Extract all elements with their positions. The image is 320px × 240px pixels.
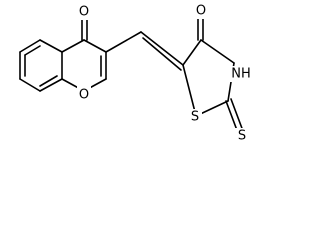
atom-label-chromone-ring-o: O xyxy=(77,86,91,103)
benzene-ring xyxy=(19,39,63,92)
atom-label-thiazolidinone-carbonyl-o: O xyxy=(194,3,208,19)
svg-text:S: S xyxy=(191,110,199,125)
chemical-structure-diagram: O O O NH S S xyxy=(19,3,254,144)
svg-text:O: O xyxy=(79,5,89,20)
atom-label-chromone-carbonyl-o: O xyxy=(77,4,91,20)
pyranone-ring xyxy=(61,19,107,92)
atom-label-nh: NH xyxy=(228,66,254,82)
svg-text:O: O xyxy=(196,4,206,19)
methylidene-linker xyxy=(105,31,184,71)
atom-label-ring-s: S xyxy=(188,109,202,125)
atom-label-thione-s: S xyxy=(235,128,249,144)
svg-text:S: S xyxy=(238,129,246,144)
svg-text:NH: NH xyxy=(231,67,251,82)
svg-text:O: O xyxy=(79,88,89,103)
